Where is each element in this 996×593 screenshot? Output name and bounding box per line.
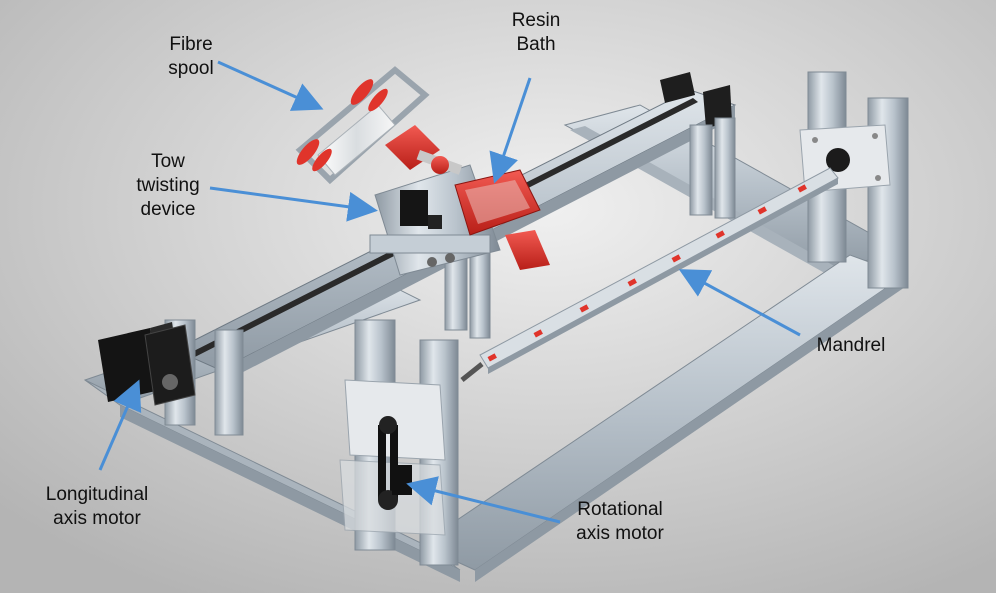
arrow-tow-twisting (209, 186, 378, 222)
callout-arrows (98, 60, 801, 524)
arrow-resin-bath (489, 77, 532, 184)
label-mandrel: Mandrel (816, 335, 886, 356)
arrow-fibre-spool (217, 60, 324, 111)
right-posts (799, 71, 909, 289)
label-rotational-axis-motor: Rotational axis motor (576, 499, 664, 544)
longitudinal-motor (98, 322, 196, 406)
mandrel-pins (487, 184, 807, 362)
arrow-longitudinal (98, 379, 142, 471)
label-resin-bath: Resin Bath (511, 10, 561, 55)
mandrel (460, 167, 839, 382)
label-longitudinal-axis-motor: Longitudinal axis motor (45, 484, 149, 529)
resin-bath-assembly (385, 125, 550, 270)
rear-posts (444, 117, 736, 339)
fibre-spool (295, 66, 430, 185)
arrow-rotational (406, 476, 561, 524)
label-fibre-spool: Fibre spool (168, 34, 214, 79)
label-tow-twisting-device: Tow twisting device (136, 151, 200, 220)
arrow-mandrel (678, 269, 801, 337)
